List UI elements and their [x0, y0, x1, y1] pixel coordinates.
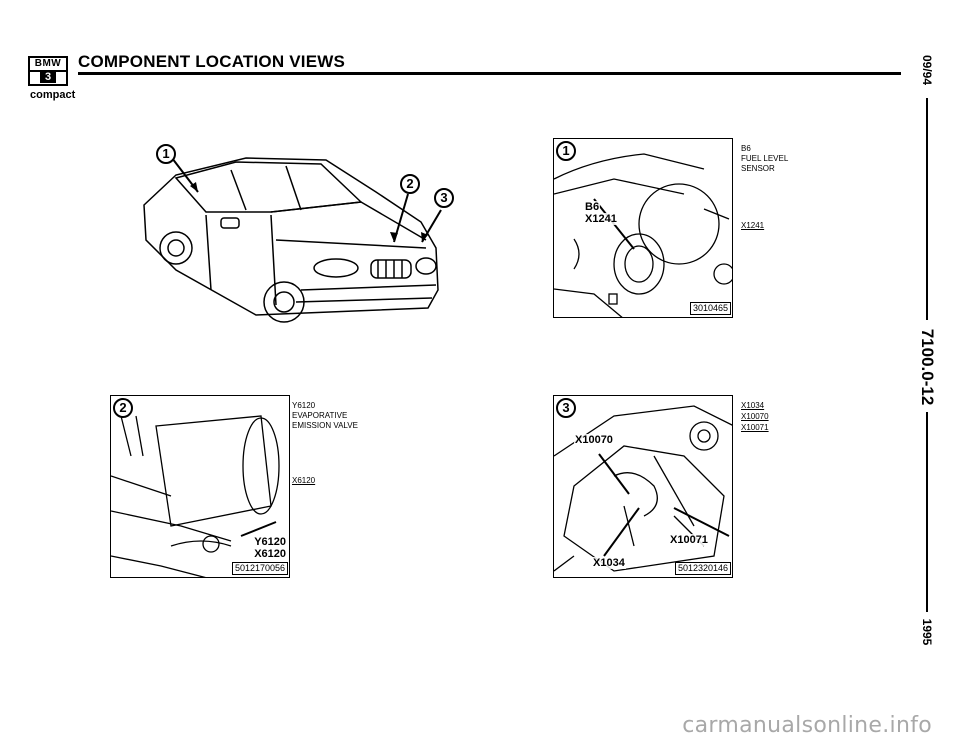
fuel-callout: 1 [556, 141, 576, 161]
logo-subtitle: compact [30, 89, 76, 101]
fuel-legend-ref: X1241 [741, 221, 765, 230]
callout-2: 2 [400, 174, 420, 194]
engine-figure-number: 5012320146 [674, 562, 731, 575]
engine-label-x10070: X10070 [574, 434, 614, 446]
side-page-number: 7100.0-12 [918, 328, 937, 406]
fuel-legend-line-2: FUEL LEVEL [741, 154, 789, 163]
fuel-figure-number: 3010465 [689, 302, 731, 315]
car-overview-panel: 1 2 3 [136, 130, 466, 345]
side-rule-top [926, 98, 928, 320]
callout-3: 3 [434, 188, 454, 208]
fuel-sensor-illustration [554, 153, 732, 317]
engine-bay-panel: 3 X10070 X10071 X1034 5012320146 [553, 395, 733, 578]
side-year: 1995 [920, 618, 934, 646]
watermark-link[interactable]: carmanualsonline.info [682, 713, 932, 738]
logo-brand: BMW [30, 58, 66, 72]
fuel-label-b6: B6 [584, 201, 601, 213]
evap-figure-number: 5012170056 [231, 562, 288, 575]
fuel-sensor-panel: 1 B6 X1241 3010465 [553, 138, 733, 318]
evap-valve-illustration [111, 415, 280, 577]
page-title: COMPONENT LOCATION VIEWS [78, 52, 346, 71]
callout-1: 1 [156, 144, 176, 164]
evap-legend-line-3: EMISSION VALVE [292, 421, 358, 430]
side-date: 09/94 [920, 54, 934, 86]
evap-callout: 2 [113, 398, 133, 418]
title-rule [78, 72, 901, 75]
engine-callout: 3 [556, 398, 576, 418]
car-illustration [143, 157, 442, 323]
evap-label-y6120: Y6120 [253, 536, 287, 548]
engine-legend-ref-3: X10071 [741, 423, 769, 432]
engine-legend-ref-2: X10070 [741, 412, 769, 421]
fuel-legend-line-3: SENSOR [741, 164, 775, 173]
evap-legend-line-1: Y6120 [292, 401, 316, 410]
evap-legend-ref: X6120 [292, 476, 316, 485]
logo-series: 3 [40, 72, 56, 83]
engine-label-x1034: X1034 [592, 557, 626, 569]
fuel-legend: B6 FUEL LEVEL SENSOR [741, 144, 788, 174]
fuel-label-x1241: X1241 [584, 213, 618, 225]
evap-label-x6120: X6120 [253, 548, 287, 560]
side-strip: 09/94 7100.0-12 1995 [912, 52, 942, 657]
bmw-logo: BMW 3 [28, 56, 68, 86]
fuel-legend-line-1: B6 [741, 144, 751, 153]
evap-legend-line-2: EVAPORATIVE [292, 411, 348, 420]
side-rule-bottom [926, 412, 928, 612]
evap-legend: Y6120 EVAPORATIVE EMISSION VALVE [292, 401, 358, 431]
engine-label-x10071: X10071 [669, 534, 709, 546]
engine-legend-ref-1: X1034 [741, 401, 765, 410]
evap-valve-panel: 2 Y6120 X6120 5012170056 [110, 395, 290, 578]
engine-bay-illustration [554, 405, 732, 572]
